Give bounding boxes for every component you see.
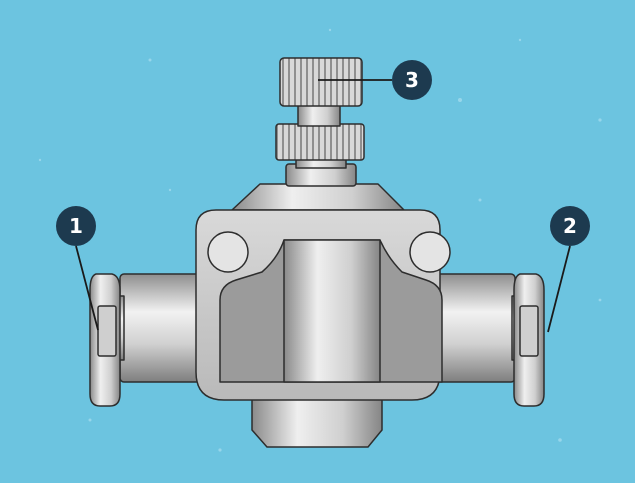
callout-label-1: 1 (69, 214, 83, 238)
callout-badge-1: 1 (56, 206, 96, 246)
lock-nut (276, 124, 364, 160)
bonnet (232, 184, 404, 210)
adjustment-knob (280, 58, 362, 106)
inner-cylinder (284, 240, 380, 382)
callout-badge-3: 3 (392, 60, 432, 100)
callout-label-3: 3 (405, 68, 419, 92)
callout-badge-2: 2 (550, 206, 590, 246)
callout-label-2: 2 (563, 214, 577, 238)
mount-hole-right (410, 232, 450, 272)
mount-hole-left (208, 232, 248, 272)
